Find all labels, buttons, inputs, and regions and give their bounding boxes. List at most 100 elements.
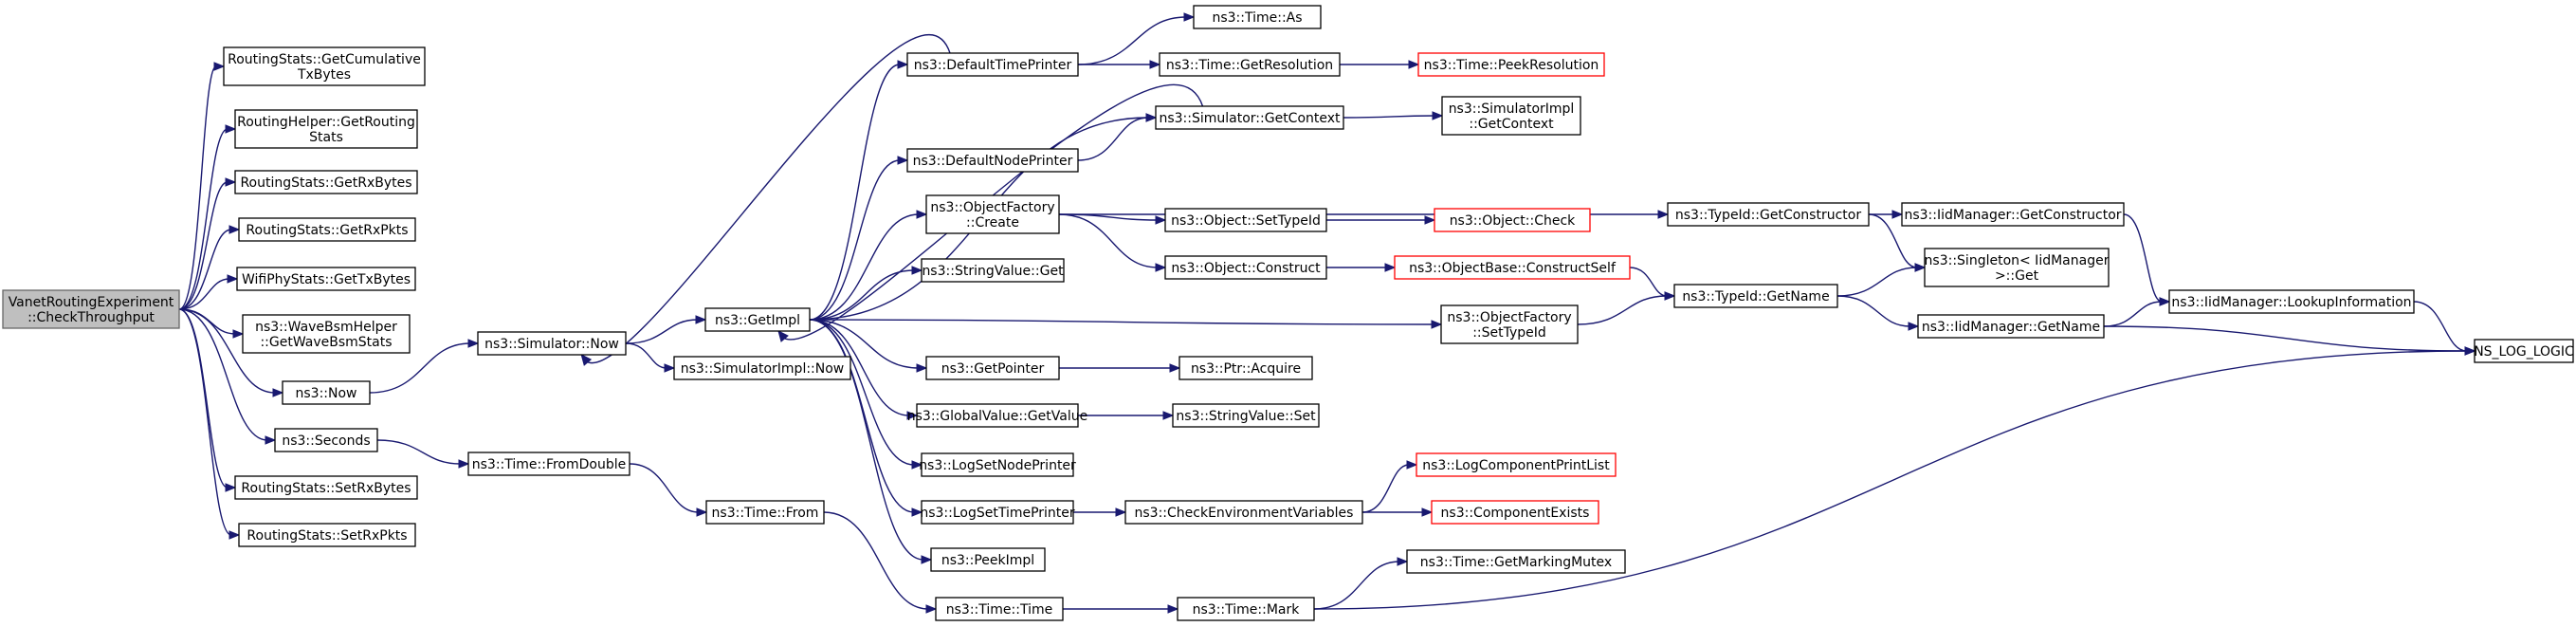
node-label: ::GetWaveBsmStats: [260, 335, 392, 350]
node-box: [1434, 208, 1591, 232]
node-label: ::SetTypeId: [1472, 325, 1546, 341]
node-objfactory-create[interactable]: ns3::ObjectFactory::Create: [925, 194, 1060, 234]
node-label: ns3::Time::Time: [946, 602, 1052, 618]
node-box: [1440, 304, 1579, 344]
node-rs-getrxpkts[interactable]: RoutingStats::GetRxPkts: [238, 217, 416, 242]
node-componentexists[interactable]: ns3::ComponentExists: [1431, 500, 1599, 525]
node-ns3-now[interactable]: ns3::Now: [282, 380, 371, 405]
node-box: [236, 267, 416, 291]
node-typeid-getname[interactable]: ns3::TypeId::GetName: [1673, 284, 1838, 308]
node-default-time-printer[interactable]: ns3::DefaultTimePrinter: [906, 52, 1079, 77]
node-object-check[interactable]: ns3::Object::Check: [1434, 208, 1591, 232]
edge-check_env_vars-to-logcomponentprintlist: [1361, 464, 1410, 513]
edge-typeid_getname-to-iidmanager_getname: [1836, 295, 1911, 327]
node-wps-gettxbytes[interactable]: WifiPhyStats::GetTxBytes: [236, 267, 416, 291]
node-globalvalue-getvalue[interactable]: ns3::GlobalValue::GetValue: [907, 403, 1087, 428]
edge-arrowhead: [1406, 460, 1418, 470]
node-time-getmarkingmutex[interactable]: ns3::Time::GetMarkingMutex: [1406, 549, 1626, 574]
node-box: [916, 403, 1079, 428]
node-typeid-getconstructor[interactable]: ns3::TypeId::GetConstructor: [1667, 202, 1870, 227]
node-ns3-seconds[interactable]: ns3::Seconds: [274, 428, 378, 452]
node-label: WifiPhyStats::GetTxBytes: [242, 272, 411, 287]
node-label: ns3::Object::Construct: [1171, 261, 1321, 276]
node-box: [921, 452, 1074, 477]
edge-getimpl-to-globalvalue_getvalue: [809, 319, 910, 416]
node-time-getresolution[interactable]: ns3::Time::GetResolution: [1159, 52, 1341, 77]
edge-ns3_now-to-sim_now: [369, 342, 471, 394]
node-default-node-printer[interactable]: ns3::DefaultNodePrinter: [906, 148, 1079, 173]
node-box: [467, 452, 630, 476]
node-simimpl-getcontext[interactable]: ns3::SimulatorImpl::GetContext: [1441, 96, 1581, 136]
node-ptr-acquire[interactable]: ns3::Ptr::Acquire: [1178, 356, 1313, 380]
node-simimpl-now[interactable]: ns3::SimulatorImpl::Now: [673, 356, 851, 380]
edge-arrowhead: [925, 604, 938, 614]
node-objfactory-settypeid[interactable]: ns3::ObjectFactory::SetTypeId: [1440, 304, 1579, 344]
node-logcomponentprintlist[interactable]: ns3::LogComponentPrintList: [1416, 452, 1617, 477]
edge-arrowhead: [1145, 113, 1158, 122]
node-singleton-get[interactable]: ns3::Singleton< IidManager >::Get: [1924, 248, 2110, 287]
edge-arrowhead: [227, 274, 239, 284]
node-label: ns3::IidManager::LookupInformation: [2171, 295, 2411, 310]
node-object-construct[interactable]: ns3::Object::Construct: [1164, 255, 1327, 280]
edge-root-to-rs_setrxpkts: [178, 308, 232, 536]
edge-arrowhead: [228, 530, 241, 540]
node-logsetnodeprinter[interactable]: ns3::LogSetNodePrinter: [919, 452, 1076, 477]
node-object-settypeid[interactable]: ns3::Object::SetTypeId: [1164, 208, 1327, 232]
node-label: ns3::Time::From: [712, 506, 819, 521]
edge-iidmanager_getconstructor-to-iidmanager_lookupinfo: [2123, 213, 2163, 303]
edge-arrowhead: [1149, 60, 1161, 69]
node-box: [673, 356, 851, 380]
node-box: [274, 428, 378, 452]
edge-getimpl-to-default_node_printer: [809, 159, 901, 321]
node-label: ns3::TypeId::GetName: [1682, 289, 1829, 304]
edge-root-to-ns3_seconds: [178, 308, 268, 441]
edge-typeid_getname-to-singleton_get: [1836, 267, 1918, 297]
node-label: TxBytes: [297, 67, 351, 83]
node-root[interactable]: VanetRoutingExperiment::CheckThroughput: [2, 289, 180, 329]
node-iidmanager-lookupinfo[interactable]: ns3::IidManager::LookupInformation: [2168, 289, 2415, 314]
node-sim-getcontext[interactable]: ns3::Simulator::GetContext: [1155, 105, 1344, 130]
node-time-from[interactable]: ns3::Time::From: [705, 500, 825, 525]
node-time-time[interactable]: ns3::Time::Time: [935, 597, 1064, 621]
node-label: ns3::Simulator::Now: [484, 337, 619, 352]
node-iidmanager-getconstructor[interactable]: ns3::IidManager::GetConstructor: [1901, 202, 2125, 227]
node-label: ns3::Time::As: [1212, 10, 1302, 26]
node-stringvalue-get[interactable]: ns3::StringValue::Get: [921, 258, 1065, 283]
node-label: ns3::Seconds: [282, 433, 370, 449]
node-label: ns3::Time::Mark: [1193, 602, 1301, 618]
node-getimpl[interactable]: ns3::GetImpl: [704, 307, 811, 332]
edge-arrowhead: [467, 339, 480, 348]
node-label: ::Create: [966, 215, 1019, 231]
edge-arrowhead: [695, 315, 707, 324]
node-sim-now[interactable]: ns3::Simulator::Now: [477, 331, 627, 356]
edge-arrowhead: [897, 156, 909, 165]
node-iidmanager-getname[interactable]: ns3::IidManager::GetName: [1917, 314, 2105, 339]
node-getpointer[interactable]: ns3::GetPointer: [925, 356, 1060, 380]
node-time-fromdouble[interactable]: ns3::Time::FromDouble: [467, 452, 630, 476]
node-label: ns3::IidManager::GetName: [1922, 320, 2100, 335]
edge-arrowhead: [272, 388, 284, 397]
node-stringvalue-set[interactable]: ns3::StringValue::Set: [1172, 403, 1320, 428]
node-logsettimeprinter[interactable]: ns3::LogSetTimePrinter: [920, 500, 1075, 525]
node-label: ns3::LogSetNodePrinter: [919, 458, 1076, 473]
edge-getimpl-to-peekimpl: [809, 319, 924, 561]
node-objbase-constructself[interactable]: ns3::ObjectBase::ConstructSelf: [1394, 255, 1631, 280]
node-box: [1667, 202, 1870, 227]
node-box: [925, 356, 1060, 380]
node-label: ns3::ObjectFactory: [930, 200, 1054, 215]
edge-root-to-rs_getrxbytes: [178, 181, 228, 310]
node-time-mark[interactable]: ns3::Time::Mark: [1177, 597, 1315, 621]
node-time-peekresolution[interactable]: ns3::Time::PeekResolution: [1417, 52, 1605, 77]
node-rs-setrxbytes[interactable]: RoutingStats::SetRxBytes: [234, 475, 418, 500]
node-wbh-getwbs[interactable]: ns3::WaveBsmHelper::GetWaveBsmStats: [242, 314, 411, 354]
node-rs-getrxbytes[interactable]: RoutingStats::GetRxBytes: [234, 170, 418, 194]
node-peekimpl[interactable]: ns3::PeekImpl: [930, 547, 1046, 572]
node-rs-setrxpkts[interactable]: RoutingStats::SetRxPkts: [238, 523, 416, 547]
node-box: [1172, 403, 1320, 428]
node-ns-log-logic[interactable]: NS_LOG_LOGIC: [2474, 339, 2574, 363]
node-check-env-vars[interactable]: ns3::CheckEnvironmentVariables: [1124, 500, 1363, 525]
node-time-as[interactable]: ns3::Time::As: [1193, 5, 1322, 29]
edge-arrowhead: [1162, 411, 1175, 420]
